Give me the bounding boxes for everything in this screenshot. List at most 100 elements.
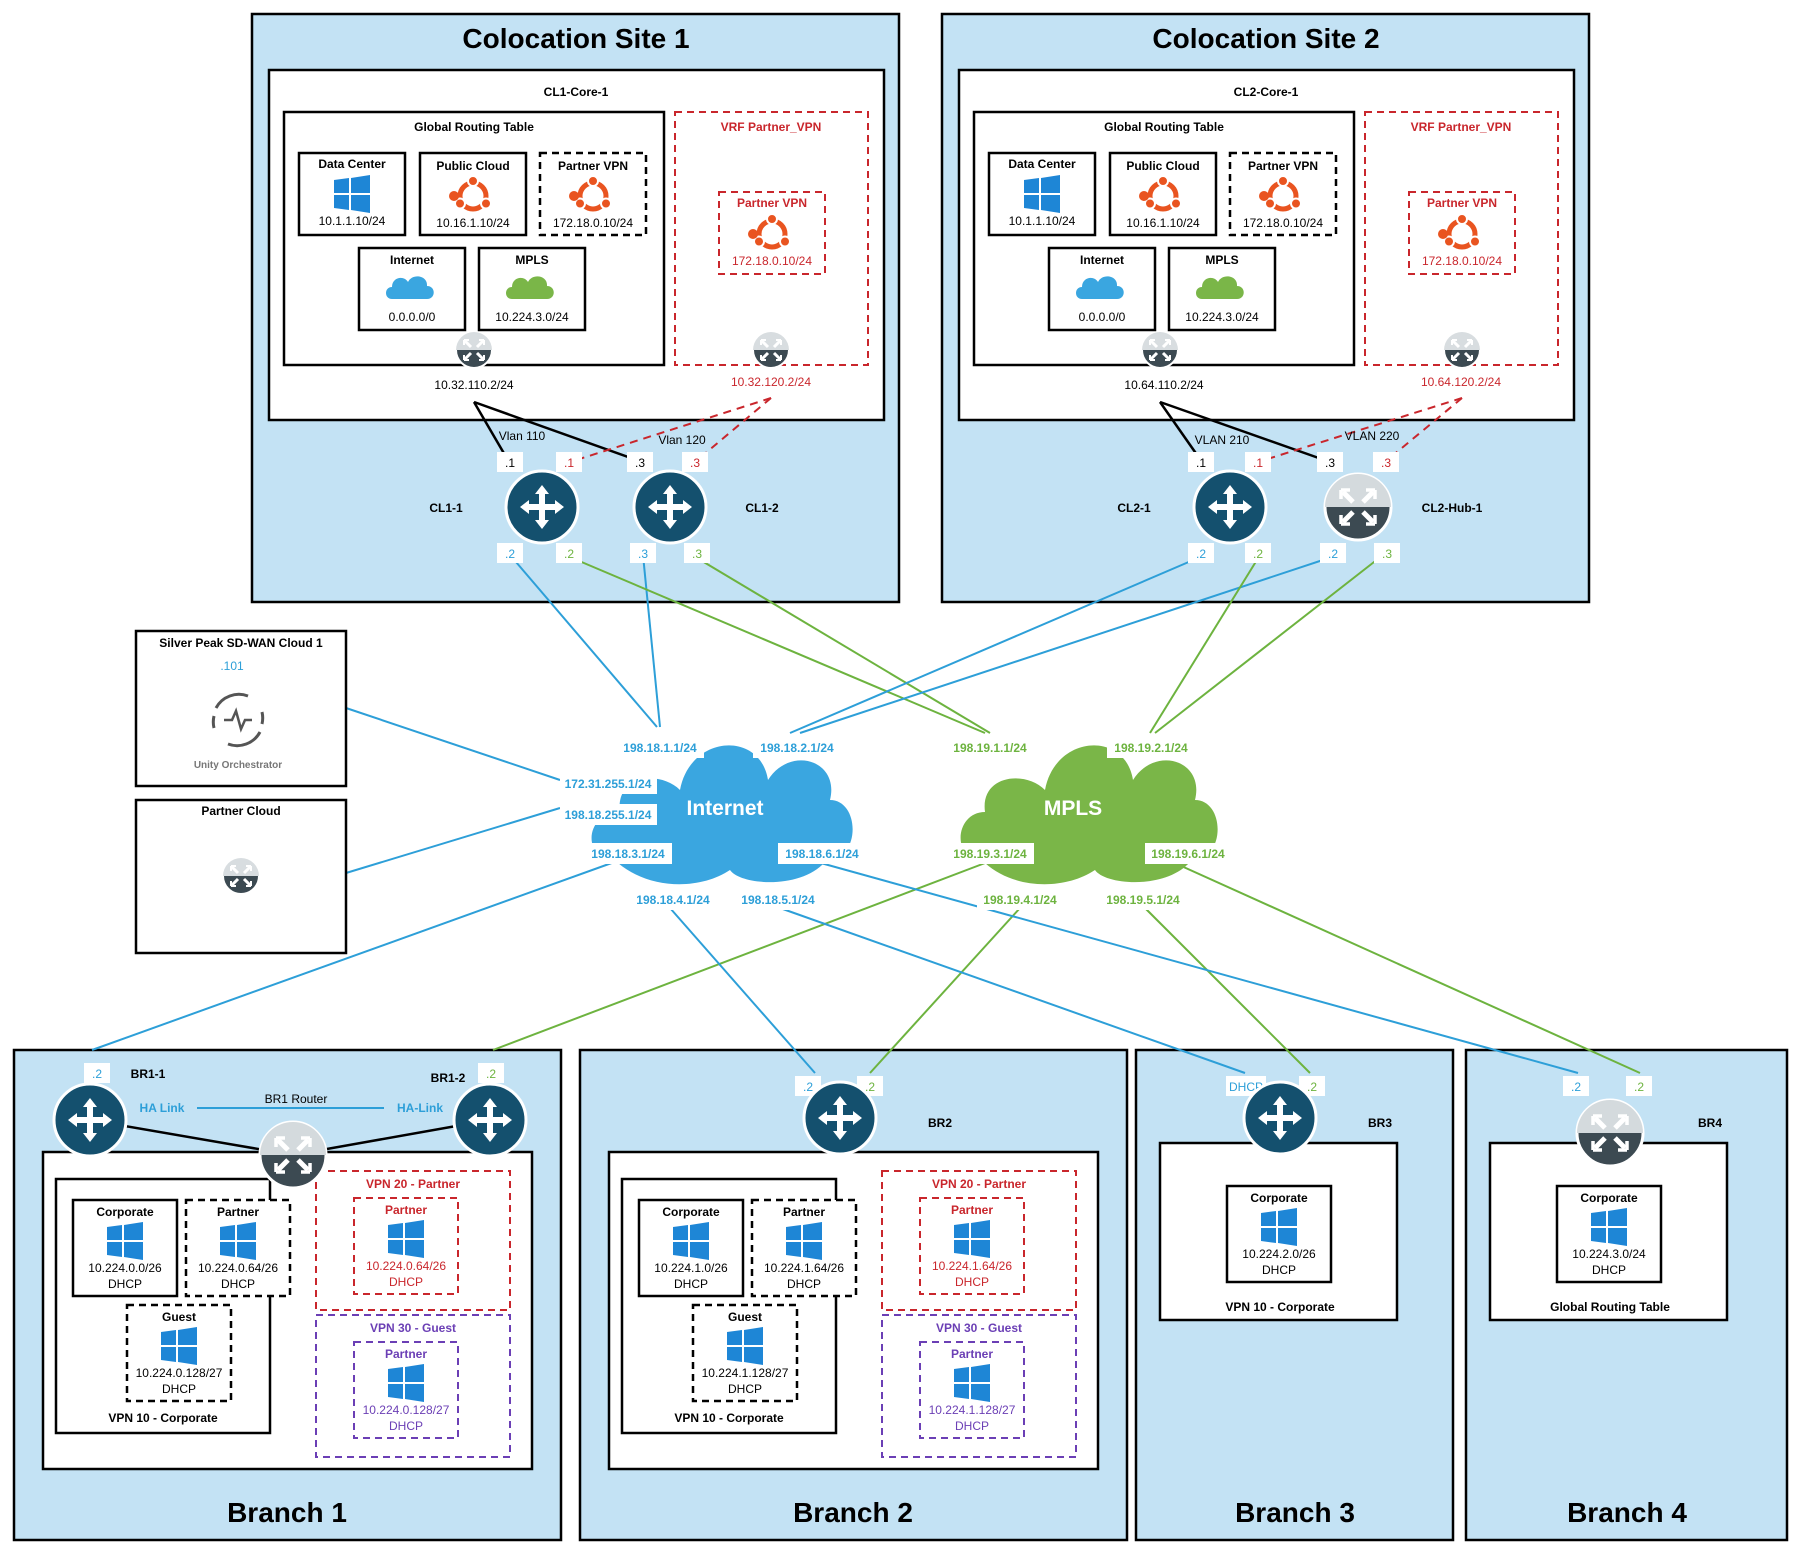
br2-tag-b-text: .2 <box>865 1080 875 1094</box>
svg-text:.3: .3 <box>1381 456 1391 470</box>
cl1-2-switch-icon[interactable] <box>632 469 708 545</box>
site1-pvpn-ip: 172.18.0.10/24 <box>553 216 633 230</box>
branch-3-title: Branch 3 <box>1235 1497 1355 1528</box>
br1-2-switch-icon[interactable] <box>452 1082 528 1158</box>
site1-mpls-ip: 10.224.3.0/24 <box>495 310 569 324</box>
site1-vrf-ip: 10.32.120.2/24 <box>731 375 811 389</box>
site2-mpls-ip: 10.224.3.0/24 <box>1185 310 1259 324</box>
br1-ha-link-b: HA-Link <box>397 1101 443 1115</box>
svg-text:198.18.1.1/24: 198.18.1.1/24 <box>623 741 697 755</box>
site1-dc-ip: 10.1.1.10/24 <box>319 214 386 228</box>
br1-vpn20-partner-dhcp: DHCP <box>389 1275 423 1289</box>
site2-vlan-b: VLAN 220 <box>1345 429 1400 443</box>
cl2-1-switch-icon[interactable] <box>1192 469 1268 545</box>
br1-guest-dhcp: DHCP <box>162 1382 196 1396</box>
br1-ha-link-a: HA Link <box>140 1101 185 1115</box>
sdwan-title: Silver Peak SD-WAN Cloud 1 <box>159 636 323 650</box>
br1-vpn10-label: VPN 10 - Corporate <box>108 1411 218 1425</box>
br4-corporate-name: Corporate <box>1580 1191 1638 1205</box>
br2-corporate-name: Corporate <box>662 1205 720 1219</box>
cl1-1-switch-icon[interactable] <box>504 469 580 545</box>
site1-vrf-router-icon[interactable] <box>751 330 791 370</box>
svg-text:198.18.3.1/24: 198.18.3.1/24 <box>591 847 665 861</box>
cl2-hub-1-label: CL2-Hub-1 <box>1422 501 1483 515</box>
site2-grt-ip: 10.64.110.2/24 <box>1124 378 1204 392</box>
br2-vpn30-partner-dhcp: DHCP <box>955 1419 989 1433</box>
mpls-label: MPLS <box>1044 797 1102 820</box>
site2-grt-router-icon[interactable] <box>1140 330 1180 370</box>
site1-pc-name: Public Cloud <box>436 159 509 173</box>
cl2-hub-1-router-icon[interactable] <box>1325 474 1391 540</box>
br2-vpn20-partner-ip: 10.224.1.64/26 <box>932 1259 1012 1273</box>
br3-corporate-ip: 10.224.2.0/26 <box>1242 1247 1316 1261</box>
br4-router-icon[interactable] <box>1577 1100 1643 1166</box>
br1-router-label: BR1 Router <box>265 1092 328 1106</box>
br2-vpn30-partner-name: Partner <box>951 1347 993 1361</box>
site1-dc-name: Data Center <box>318 157 386 171</box>
br1-2-label: BR1-2 <box>431 1071 466 1085</box>
br2-label: BR2 <box>928 1116 952 1130</box>
partner-cloud-router-icon[interactable] <box>221 856 261 896</box>
site1-vrf-item-box <box>718 191 826 275</box>
br2-switch-icon[interactable] <box>802 1080 878 1156</box>
br4-tag-b <box>1626 1076 1652 1096</box>
svg-text:.2: .2 <box>505 547 515 561</box>
svg-text:198.19.4.1/24: 198.19.4.1/24 <box>983 893 1057 907</box>
site1-mpls-box <box>477 246 587 332</box>
site2-title: Colocation Site 2 <box>1152 23 1379 54</box>
site2-vlan-a: VLAN 210 <box>1195 433 1250 447</box>
site2-vrf-router-icon[interactable] <box>1442 330 1482 370</box>
site2-dc-ip: 10.1.1.10/24 <box>1009 214 1076 228</box>
br1-vpn30-partner-dhcp: DHCP <box>389 1419 423 1433</box>
svg-text:.1: .1 <box>1196 456 1206 470</box>
internet-ip-tags: 198.18.1.1/24 198.18.2.1/24 172.31.255.1… <box>560 737 865 910</box>
svg-text:.2: .2 <box>564 547 574 561</box>
unity-orchestrator-label: Unity Orchestrator <box>194 760 282 771</box>
cl1-2-label: CL1-2 <box>745 501 779 515</box>
br4-grt-label: Global Routing Table <box>1550 1300 1670 1314</box>
site1-grt-ip: 10.32.110.2/24 <box>434 378 514 392</box>
br1-2-tag <box>478 1063 504 1083</box>
site1-pc-ip: 10.16.1.10/24 <box>436 216 510 230</box>
internet-label: Internet <box>686 797 763 820</box>
svg-text:198.18.255.1/24: 198.18.255.1/24 <box>565 808 652 822</box>
br3-switch-icon[interactable] <box>1242 1080 1318 1156</box>
svg-text:198.18.4.1/24: 198.18.4.1/24 <box>636 893 710 907</box>
orchestrator-icon <box>211 692 265 748</box>
br1-1-switch-icon[interactable] <box>52 1082 128 1158</box>
svg-text:198.19.5.1/24: 198.19.5.1/24 <box>1106 893 1180 907</box>
br3-vpn10-label: VPN 10 - Corporate <box>1225 1300 1335 1314</box>
site1-pc-box <box>418 151 528 237</box>
br1-guest-ip: 10.224.0.128/27 <box>136 1366 223 1380</box>
br1-router-icon[interactable] <box>260 1122 326 1188</box>
br3-tag-a-text: DHCP <box>1229 1080 1263 1094</box>
site1-dc-box <box>297 151 407 237</box>
svg-text:198.18.2.1/24: 198.18.2.1/24 <box>760 741 834 755</box>
br1-vpn20-label: VPN 20 - Partner <box>366 1177 460 1191</box>
br1-partner-dhcp: DHCP <box>221 1277 255 1291</box>
site1-title: Colocation Site 1 <box>462 23 689 54</box>
svg-text:.3: .3 <box>690 456 700 470</box>
cl1-1-label: CL1-1 <box>429 501 463 515</box>
partner-cloud-title: Partner Cloud <box>201 804 280 818</box>
svg-text:.3: .3 <box>692 547 702 561</box>
br1-partner-name: Partner <box>217 1205 259 1219</box>
br2-guest-name: Guest <box>728 1310 762 1324</box>
site1-grt-router-icon[interactable] <box>454 330 494 370</box>
br1-1-tag <box>84 1063 110 1083</box>
br4-label: BR4 <box>1698 1116 1722 1130</box>
site2-grt-box <box>972 110 1356 367</box>
svg-text:.3: .3 <box>1325 456 1335 470</box>
svg-text:198.19.6.1/24: 198.19.6.1/24 <box>1151 847 1225 861</box>
site2-inet-name: Internet <box>1080 253 1124 267</box>
br2-partner-dhcp: DHCP <box>787 1277 821 1291</box>
svg-text:.3: .3 <box>638 547 648 561</box>
br2-corporate-dhcp: DHCP <box>674 1277 708 1291</box>
site2-dc-name: Data Center <box>1008 157 1076 171</box>
svg-text:.2: .2 <box>1196 547 1206 561</box>
br4-corporate-dhcp: DHCP <box>1592 1263 1626 1277</box>
svg-text:172.31.255.1/24: 172.31.255.1/24 <box>565 777 652 791</box>
site1-mpls-name: MPLS <box>515 253 548 267</box>
svg-text:.2: .2 <box>1328 547 1338 561</box>
